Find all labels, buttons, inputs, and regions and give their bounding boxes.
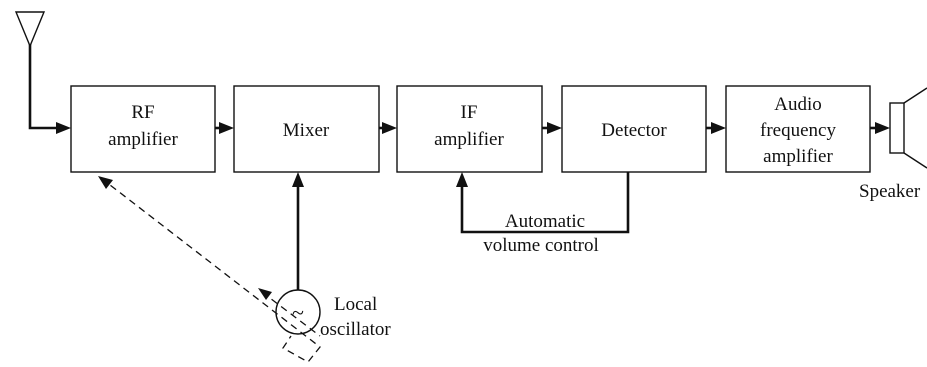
avc-feedback-arrow (456, 172, 630, 234)
audio-to-speaker-arrow (870, 122, 890, 134)
detector-to-audio-arrow (706, 122, 726, 134)
detector-block: Detector (561, 85, 707, 173)
speaker-icon (889, 87, 927, 169)
rf-amplifier-label-line1: RF (131, 102, 154, 123)
audio-amplifier-label-line2: frequency (760, 120, 836, 141)
antenna-icon (14, 11, 46, 100)
antenna-to-rf-arrow (28, 100, 71, 134)
audio-amplifier-label-line3: amplifier (763, 146, 833, 167)
if-amplifier-label-line2: amplifier (434, 129, 504, 150)
avc-label-line2: volume control (483, 235, 599, 256)
local-oscillator-icon: ~ (275, 289, 321, 335)
if-amplifier-label-line1: IF (461, 102, 478, 123)
mixer-block: Mixer (233, 85, 380, 173)
detector-label: Detector (601, 120, 667, 141)
rf-amplifier-label-line2: amplifier (108, 129, 178, 150)
rf-amplifier-block: RF amplifier (70, 85, 216, 173)
local-oscillator-label-line1: Local (334, 294, 377, 315)
oscillator-to-mixer-arrow (292, 172, 304, 290)
audio-amplifier-label-line1: Audio (774, 94, 822, 115)
mixer-to-if-arrow (379, 122, 397, 134)
ganged-tuning-link (98, 176, 321, 363)
oscillator-symbol: ~ (292, 300, 304, 325)
if-to-detector-arrow (542, 122, 562, 134)
mixer-label: Mixer (283, 120, 330, 141)
if-amplifier-block: IF amplifier (396, 85, 543, 173)
local-oscillator-label-line2: oscillator (320, 319, 391, 340)
avc-label-line1: Automatic (505, 211, 585, 232)
audio-frequency-amplifier-block: Audio frequency amplifier (725, 85, 871, 173)
rf-to-mixer-arrow (215, 122, 234, 134)
speaker-label: Speaker (859, 181, 921, 202)
